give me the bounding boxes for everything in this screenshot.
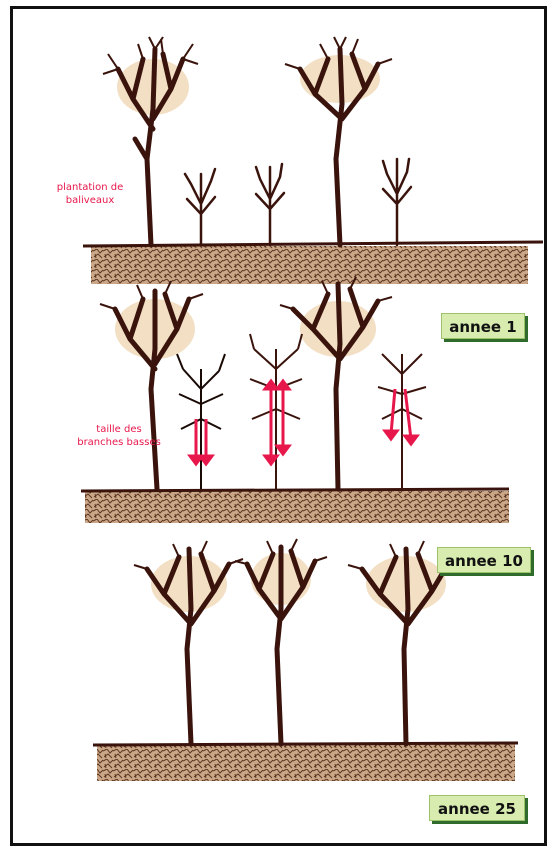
tree-mature-left-stage-1	[103, 37, 198, 245]
tree-mature-left-stage-2	[100, 281, 203, 489]
tree-young-1-stage-2	[177, 354, 225, 489]
caption-plantation: plantation de baliveaux	[45, 181, 135, 207]
tree-grown-center-stage-3	[235, 539, 327, 744]
badge-year-1: annee 1	[441, 313, 525, 339]
sapling-2-stage-1	[256, 164, 284, 245]
tree-young-2-stage-2	[250, 334, 302, 489]
caption-taille: taille des branches basses	[77, 423, 161, 449]
sapling-3-stage-1	[383, 159, 411, 245]
sapling-1-stage-1	[185, 169, 215, 245]
tree-mature-right-stage-1	[285, 37, 392, 245]
pruning-arrows	[190, 381, 417, 464]
tree-grown-left-stage-3	[134, 541, 243, 744]
ground-stage-3	[93, 743, 518, 781]
ground-stage-2	[81, 489, 509, 523]
tree-young-3-stage-2	[378, 354, 426, 489]
ground-stage-1	[83, 242, 543, 284]
badge-year-25: annee 25	[429, 795, 525, 821]
diagram-frame: plantation de baliveaux taille des branc…	[10, 6, 547, 846]
badge-year-10: annee 10	[437, 547, 531, 573]
tree-mature-right-stage-2	[280, 277, 392, 489]
